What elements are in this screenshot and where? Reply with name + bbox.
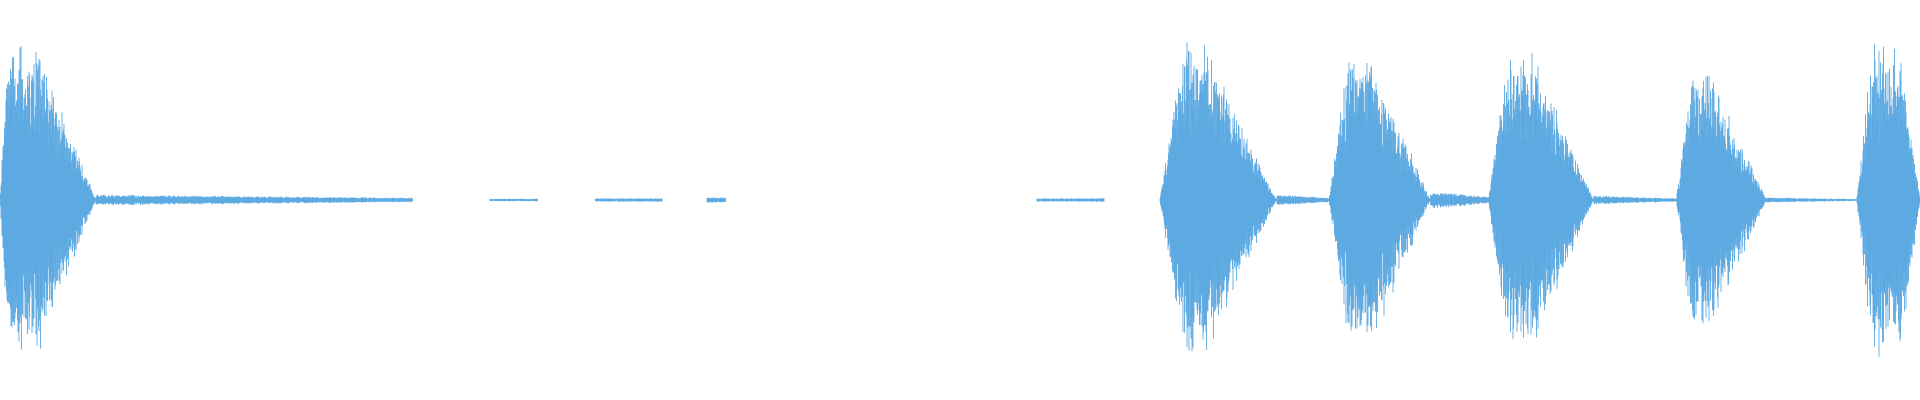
waveform-trace <box>0 42 1920 357</box>
waveform-amplitude-lines <box>0 42 1920 357</box>
